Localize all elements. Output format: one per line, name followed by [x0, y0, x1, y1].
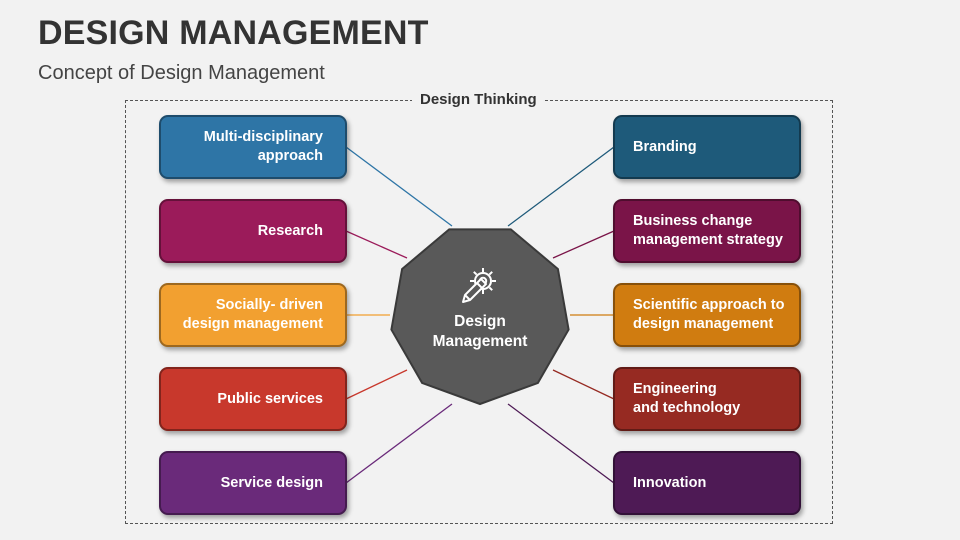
box-label: Multi-disciplinary approach — [203, 129, 323, 164]
connector-right-5 — [507, 403, 615, 484]
hub-label: Design Management — [432, 313, 528, 350]
connector-right-1 — [507, 146, 615, 227]
hub-polygon — [390, 228, 570, 406]
box-engineering-and-technology: Engineering and technology — [613, 367, 801, 431]
box-label: Business change management strategy — [633, 213, 783, 248]
box-label: Innovation — [633, 474, 707, 491]
box-public-services: Public services — [159, 367, 347, 431]
gear-pencil-icon — [462, 268, 496, 303]
connector-right-2 — [552, 230, 615, 259]
box-scientific-approach: Scientific approach to design management — [613, 283, 801, 347]
box-label: Public services — [217, 390, 323, 407]
slide-subtitle: Concept of Design Management — [38, 62, 325, 84]
box-business-change-management-strategy: Business change management strategy — [613, 199, 801, 263]
box-innovation: Innovation — [613, 451, 801, 515]
box-branding: Branding — [613, 115, 801, 179]
box-label: Branding — [633, 138, 697, 155]
box-research: Research — [159, 199, 347, 263]
box-label: Engineering and technology — [633, 381, 741, 416]
box-multi-disciplinary-approach: Multi-disciplinary approach — [159, 115, 347, 179]
box-label: Service design — [220, 474, 323, 491]
design-management-hub — [390, 228, 570, 406]
connector-left-5 — [345, 403, 453, 484]
box-socially-driven-design-management: Socially- driven design management — [159, 283, 347, 347]
connector-left-1 — [345, 146, 453, 227]
slide-title: DESIGN MANAGEMENT — [38, 14, 429, 52]
box-label: Socially- driven design management — [182, 297, 323, 332]
box-label: Research — [257, 222, 323, 239]
box-service-design: Service design — [159, 451, 347, 515]
frame-label: Design Thinking — [412, 91, 545, 108]
box-label: Scientific approach to design management — [633, 297, 785, 332]
connector-right-4 — [552, 369, 615, 400]
connector-left-2 — [345, 230, 408, 259]
connector-left-4 — [345, 369, 408, 400]
